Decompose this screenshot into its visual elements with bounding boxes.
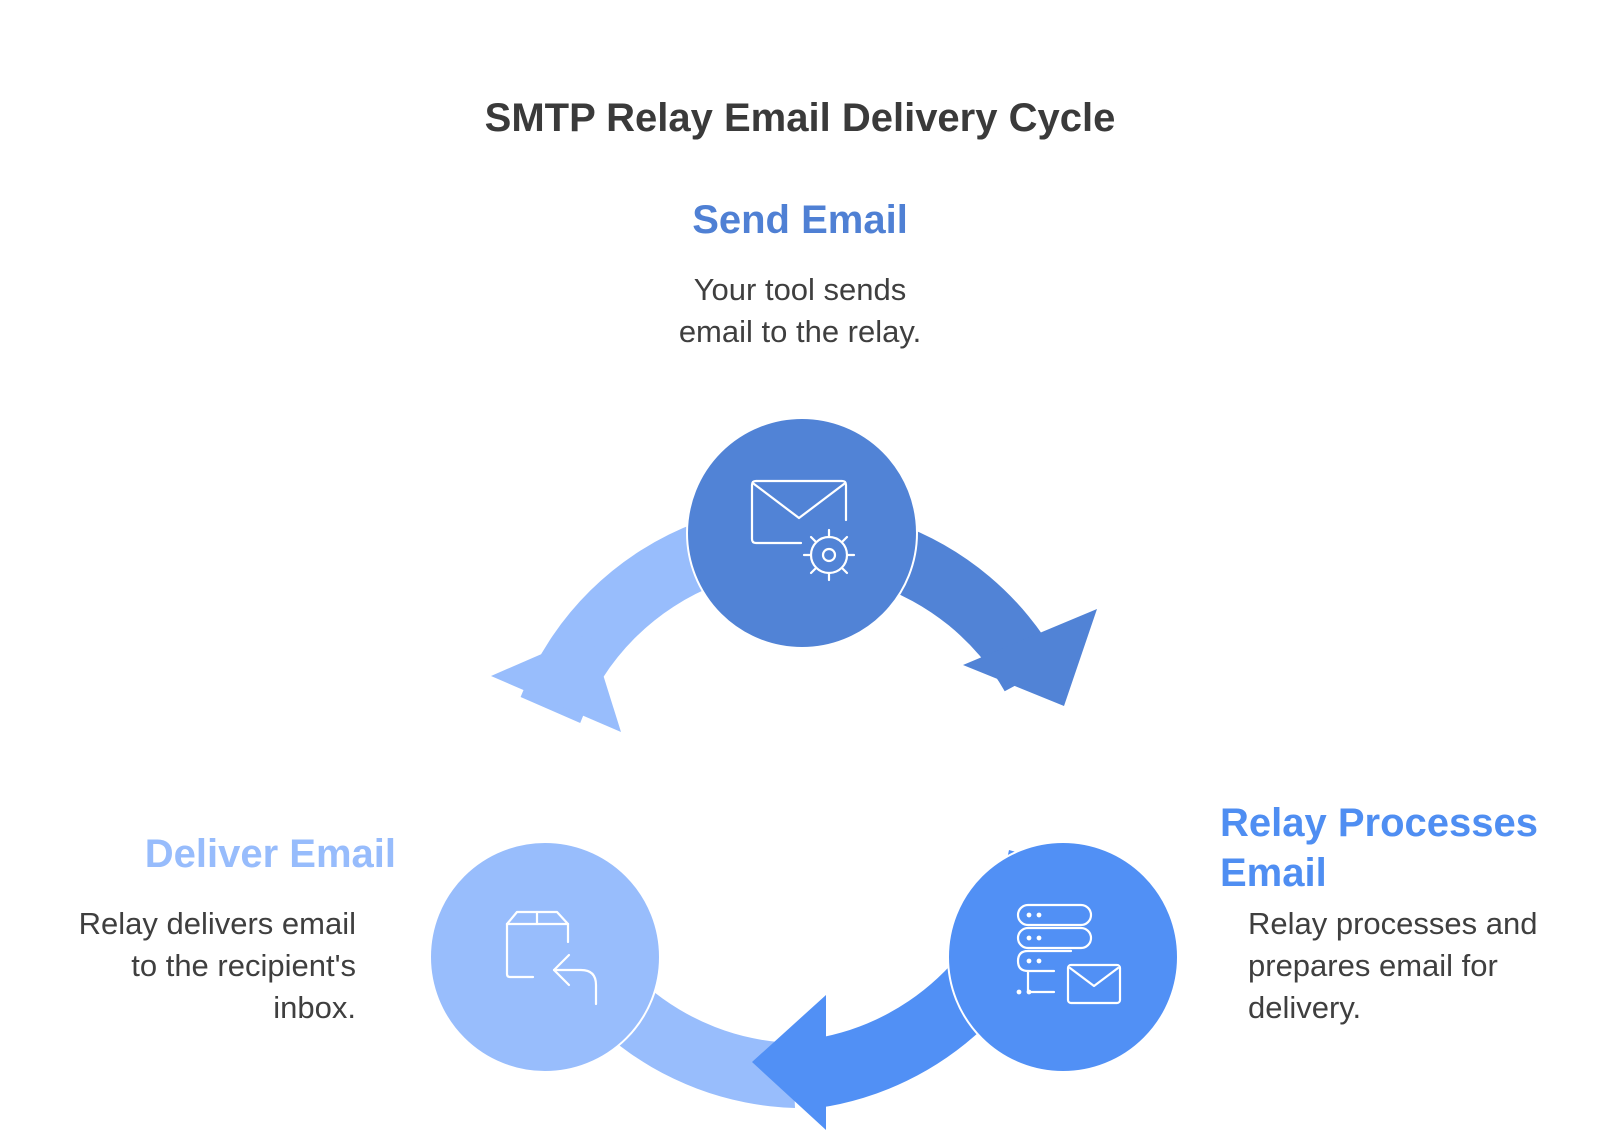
send-email-title: Send Email (692, 198, 908, 242)
box-return-icon (505, 910, 598, 1006)
relay-desc-line-3: delivery. (1248, 990, 1362, 1025)
arrow-head-to-relay (963, 609, 1097, 706)
email-gear-icon (750, 479, 856, 582)
arrow-head-to-send (491, 633, 621, 732)
relay-processes-description: Relay processes and prepares email for d… (1248, 903, 1593, 1029)
relay-desc-line-2: prepares email for (1248, 948, 1498, 983)
deliver-email-title: Deliver Email (144, 832, 396, 876)
deliver-email-node (429, 841, 661, 1073)
deliver-email-description: Relay delivers email to the recipient's … (40, 903, 356, 1029)
send-email-description: Your tool sends email to the relay. (570, 269, 1030, 353)
send-email-desc-line-1: Your tool sends (693, 272, 907, 307)
relay-processes-title-line-1: Relay Processes (1220, 801, 1539, 845)
deliver-desc-line-2: to the recipient's (131, 948, 356, 983)
send-email-desc-line-2: email to the relay. (678, 314, 922, 349)
relay-processes-node (947, 841, 1179, 1073)
deliver-desc-line-1: Relay delivers email (78, 906, 356, 941)
relay-processes-title-line-2: Email (1220, 851, 1327, 895)
diagram-title: SMTP Relay Email Delivery Cycle (484, 96, 1116, 140)
deliver-desc-line-3: inbox. (273, 990, 356, 1025)
arrow-head-to-deliver (752, 995, 826, 1130)
relay-processes-title: Relay Processes Email (1220, 798, 1590, 898)
relay-desc-line-1: Relay processes and (1248, 906, 1538, 941)
server-email-icon (1016, 903, 1122, 1005)
send-email-node (686, 417, 918, 649)
